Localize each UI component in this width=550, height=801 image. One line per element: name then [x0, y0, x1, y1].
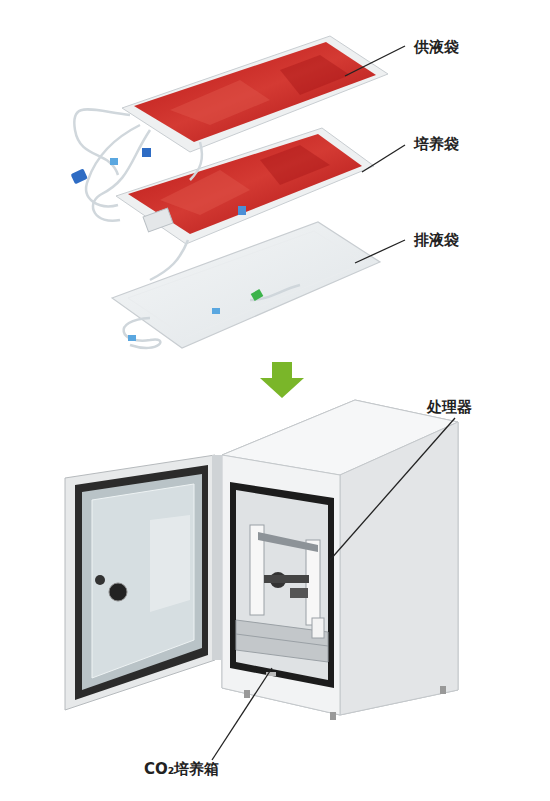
leader-line	[355, 240, 405, 263]
part-label: CO₂培养箱	[144, 760, 219, 778]
connector	[142, 148, 151, 157]
leader-line	[330, 418, 455, 560]
down-arrow	[260, 362, 304, 398]
part-label: 处理器	[427, 398, 472, 416]
co2-incubator	[222, 400, 458, 720]
part-label: 供液袋	[414, 38, 459, 56]
connector	[71, 169, 88, 185]
drain-bag	[112, 222, 380, 348]
culture-bag	[116, 128, 374, 244]
leader-line	[362, 145, 405, 172]
leader-line	[212, 668, 272, 760]
part-label: 排液袋	[414, 231, 459, 249]
part-label: 培养袋	[414, 135, 459, 153]
supply-bag	[122, 36, 388, 152]
leader-line	[345, 46, 405, 76]
connector	[110, 158, 118, 165]
incubator-door	[65, 455, 222, 710]
tubing	[74, 109, 202, 280]
